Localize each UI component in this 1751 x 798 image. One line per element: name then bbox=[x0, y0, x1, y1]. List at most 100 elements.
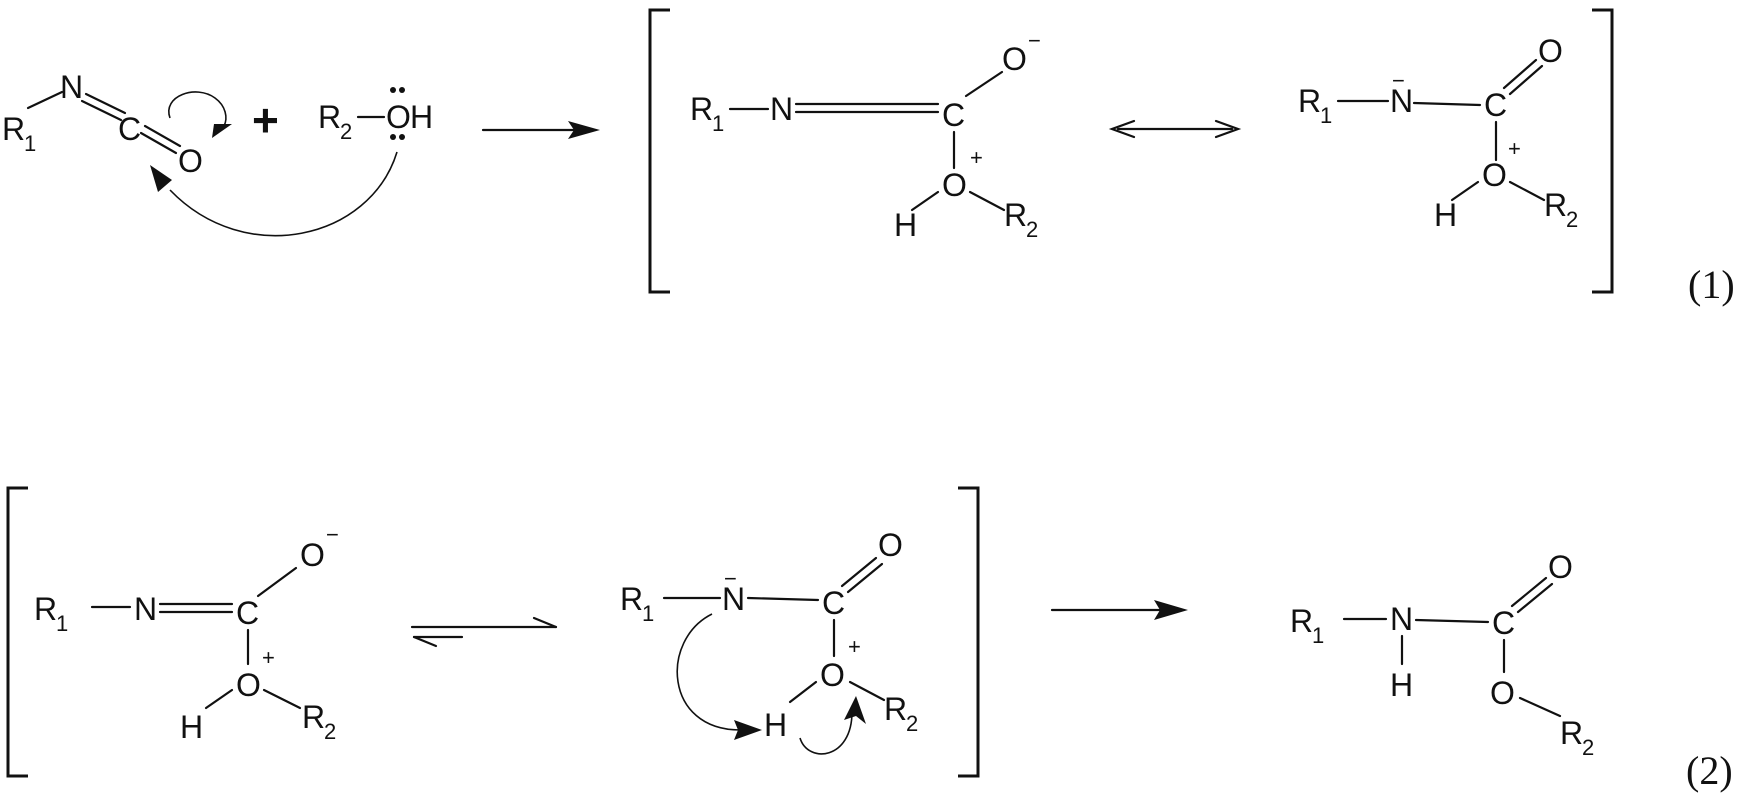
bond-n-c-a bbox=[84, 92, 127, 115]
bond-o-r2 bbox=[848, 680, 886, 702]
isocyanate: R 1 N C O bbox=[2, 69, 232, 179]
atom-c: C bbox=[118, 111, 141, 147]
atom-o-oxonium: O bbox=[942, 167, 967, 203]
bond-c-o-b bbox=[1508, 64, 1544, 96]
atom-h: H bbox=[764, 707, 787, 743]
bracket-right-1 bbox=[1592, 8, 1614, 294]
bond-c-o-a bbox=[1510, 576, 1548, 608]
bond-o-r2 bbox=[1508, 180, 1546, 202]
bond-r1-n bbox=[26, 90, 64, 110]
reaction-arrowhead-2 bbox=[1154, 600, 1188, 620]
atom-h: H bbox=[894, 207, 917, 243]
atom-o-oxonium: O bbox=[820, 657, 845, 693]
subscript-1: 1 bbox=[712, 111, 724, 136]
alcohol: R 2 O H bbox=[150, 87, 433, 237]
atom-c: C bbox=[822, 585, 845, 621]
charge-minus: − bbox=[1028, 28, 1041, 53]
charge-plus: + bbox=[848, 634, 861, 659]
arrowhead-attack bbox=[150, 165, 172, 192]
intermediate-amide-anion-2: R 1 N − C O O + H R 2 bbox=[620, 527, 918, 755]
atom-h: H bbox=[180, 709, 203, 745]
equation-label-2: (2) bbox=[1686, 748, 1733, 793]
bond-o-h bbox=[788, 680, 818, 704]
charge-minus: − bbox=[724, 566, 737, 591]
subscript-1: 1 bbox=[1312, 623, 1324, 648]
bond-n-c bbox=[746, 596, 820, 602]
lone-pair-dot bbox=[390, 87, 396, 93]
atom-c: C bbox=[236, 595, 259, 631]
plus-sign: + bbox=[252, 94, 279, 146]
bond-c-o bbox=[964, 70, 1004, 98]
intermediate-imidate: R 1 N C O − O + H R 2 bbox=[690, 28, 1041, 243]
subscript-2: 2 bbox=[340, 119, 352, 144]
curved-arrow-oh bbox=[799, 711, 853, 755]
bond-c-o-b bbox=[1516, 582, 1554, 614]
intermediate-amide-anion: R 1 N − C O O + H R 2 bbox=[1298, 33, 1578, 233]
atom-r1-label: R bbox=[1298, 83, 1321, 119]
intermediate-imidate-2: R 1 N C O − O + H R 2 bbox=[34, 522, 339, 745]
bond-c-o-a bbox=[143, 124, 182, 148]
atom-o-anion: O bbox=[1002, 41, 1027, 77]
subscript-2: 2 bbox=[324, 719, 336, 744]
atom-r2-label: R bbox=[318, 99, 341, 135]
subscript-1: 1 bbox=[24, 131, 36, 156]
atom-h: H bbox=[1390, 667, 1413, 703]
bracket-right-2 bbox=[958, 486, 980, 778]
atom-n: N bbox=[1390, 83, 1413, 119]
subscript-1: 1 bbox=[56, 611, 68, 636]
bond-o-h bbox=[910, 190, 940, 212]
subscript-2: 2 bbox=[906, 711, 918, 736]
curved-arrow-attack bbox=[169, 151, 398, 237]
urethane-product: R 1 N H C O O R 2 bbox=[1290, 549, 1594, 760]
lone-pair-dot bbox=[390, 134, 396, 140]
atom-r2-label: R bbox=[1004, 197, 1027, 233]
atom-r1-label: R bbox=[2, 111, 25, 147]
atom-r2-label: R bbox=[1544, 187, 1567, 223]
atom-n: N bbox=[134, 591, 157, 627]
bond-o-r2 bbox=[1518, 696, 1562, 718]
resonance-head-right bbox=[1214, 119, 1242, 139]
atom-r2-label: R bbox=[1560, 715, 1583, 751]
charge-minus: − bbox=[1392, 68, 1405, 93]
atom-o-alcohol: O bbox=[386, 99, 411, 135]
arrowhead-n-to-h bbox=[734, 720, 762, 740]
bond-n-c bbox=[1414, 618, 1490, 624]
curved-arrow-n-to-h bbox=[676, 613, 741, 731]
atom-o-carbonyl: O bbox=[878, 527, 903, 563]
subscript-2: 2 bbox=[1582, 735, 1594, 760]
curved-arrow-co bbox=[168, 91, 227, 127]
atom-o-oxonium: O bbox=[236, 667, 261, 703]
arrowhead-oh bbox=[844, 696, 866, 724]
atom-o-oxonium: O bbox=[1482, 157, 1507, 193]
atom-r1-label: R bbox=[1290, 603, 1313, 639]
atom-r2-label: R bbox=[884, 691, 907, 727]
atom-r1-label: R bbox=[620, 581, 643, 617]
atom-c: C bbox=[1484, 87, 1507, 123]
bond-c-o-b bbox=[139, 131, 178, 155]
bond-n-c-b bbox=[80, 99, 123, 122]
bond-c-o-a bbox=[840, 556, 878, 588]
atom-r1-label: R bbox=[34, 591, 57, 627]
bond-c-o-b bbox=[846, 562, 884, 594]
subscript-1: 1 bbox=[1320, 103, 1332, 128]
charge-plus: + bbox=[1508, 136, 1521, 161]
bond-n-c bbox=[1412, 101, 1482, 107]
reaction-arrowhead-1 bbox=[568, 121, 600, 139]
lone-pair-dot bbox=[399, 87, 405, 93]
charge-plus: + bbox=[970, 145, 983, 170]
atom-o: O bbox=[178, 143, 203, 179]
bond-o-h bbox=[204, 688, 234, 710]
atom-c: C bbox=[942, 97, 965, 133]
subscript-2: 2 bbox=[1026, 217, 1038, 242]
subscript-2: 2 bbox=[1566, 207, 1578, 232]
lone-pair-dot bbox=[399, 134, 405, 140]
bracket-left-2 bbox=[6, 486, 28, 778]
atom-o-carbonyl: O bbox=[1548, 549, 1573, 585]
atom-h-alcohol: H bbox=[410, 99, 433, 135]
subscript-1: 1 bbox=[642, 601, 654, 626]
atom-r1-label: R bbox=[690, 91, 713, 127]
bond-o-r2 bbox=[262, 688, 302, 710]
resonance-head-left bbox=[1108, 119, 1136, 139]
